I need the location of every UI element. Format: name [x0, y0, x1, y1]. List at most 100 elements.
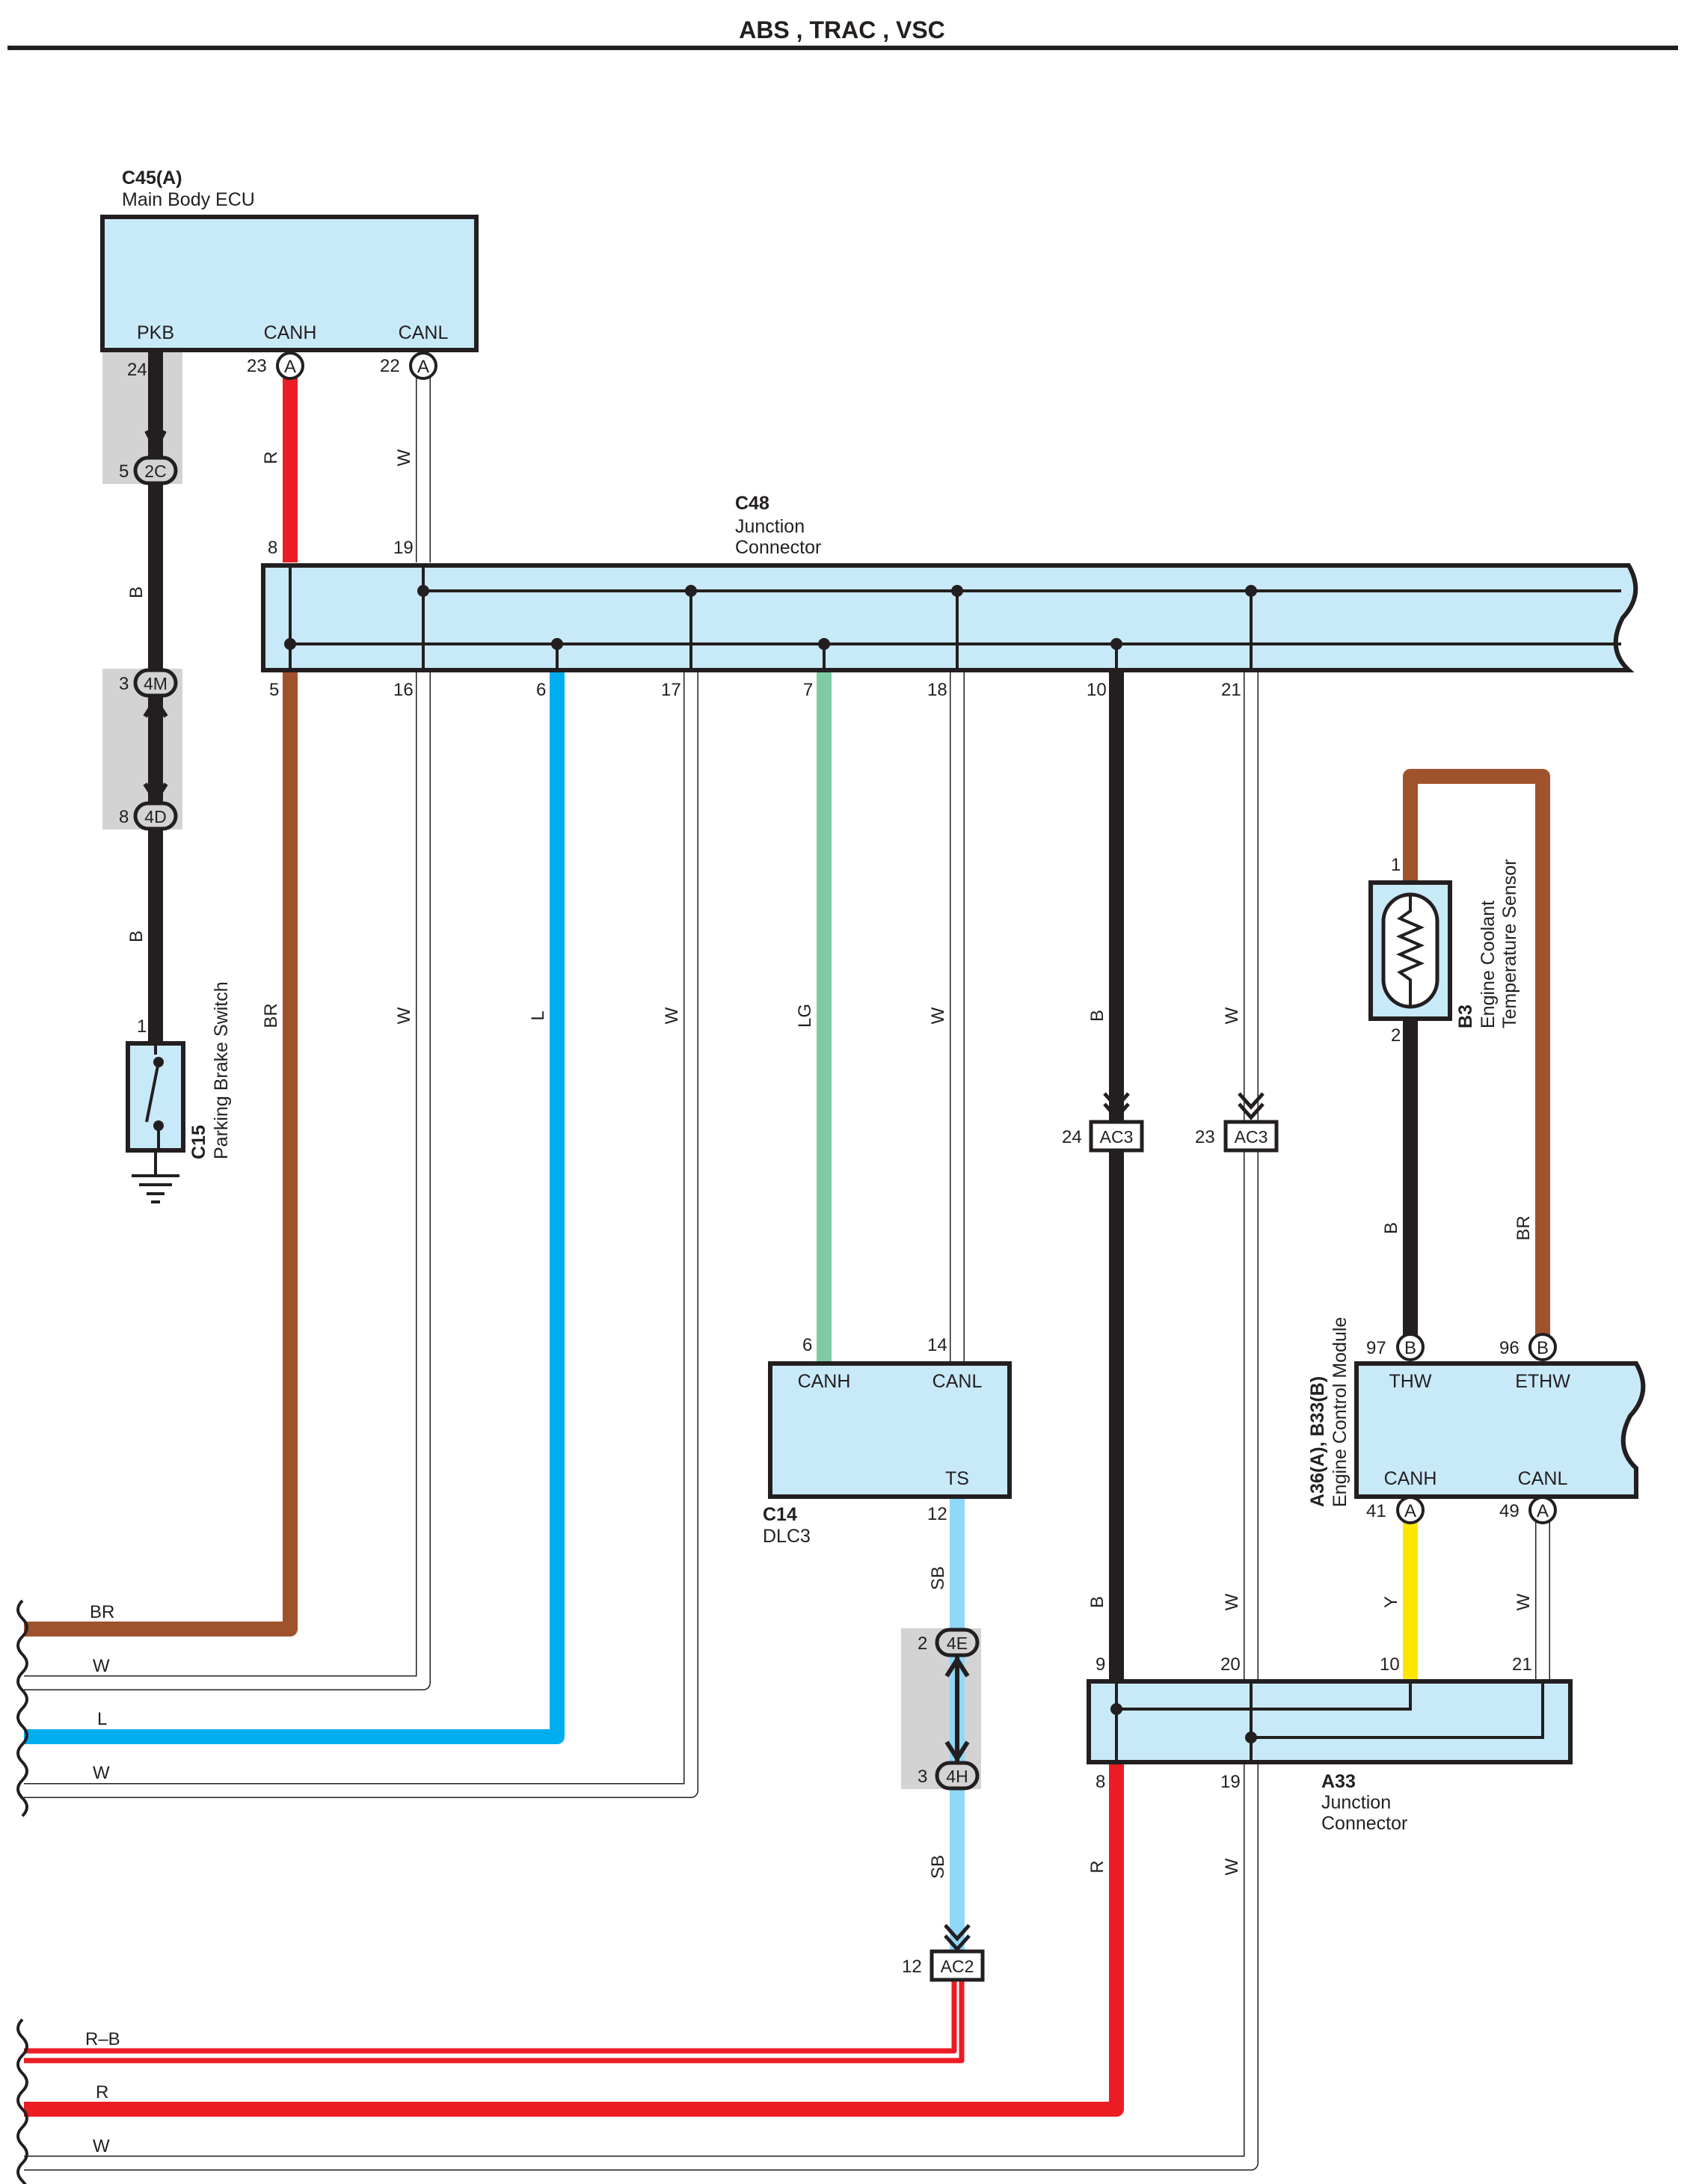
pin-24: 24 — [127, 360, 147, 380]
svg-text:R: R — [261, 451, 281, 464]
a33-pin-10: 10 — [1380, 1654, 1400, 1675]
svg-text:B: B — [1087, 1596, 1107, 1608]
svg-text:AC3: AC3 — [1100, 1127, 1134, 1147]
c48-box — [261, 563, 1638, 672]
ecm-pin-canh: CANH — [1384, 1468, 1437, 1489]
ecm-canl-connector: A — [1528, 1496, 1557, 1524]
thermistor-icon — [1395, 895, 1425, 1007]
svg-text:B: B — [126, 586, 147, 598]
ecm-pin-41: 41 — [1366, 1501, 1386, 1521]
c14-pin-12: 12 — [927, 1504, 947, 1524]
wire-r-a33 — [24, 1762, 1124, 2117]
c15-code: C15 — [188, 1125, 209, 1159]
b3-code: B3 — [1455, 1004, 1476, 1028]
svg-text:W: W — [394, 449, 414, 466]
ac2-pin-12: 12 — [902, 1957, 922, 1977]
c14-pin-canl: CANL — [932, 1371, 983, 1392]
page-title: ABS , TRAC , VSC — [739, 16, 945, 43]
a33-pin-8: 8 — [1096, 1772, 1105, 1792]
edge-wire-labels: BR W L W R–B R W — [85, 1602, 120, 2156]
svg-text:4M: 4M — [144, 674, 168, 693]
ground-icon — [132, 1150, 179, 1203]
svg-text:2C: 2C — [144, 461, 166, 481]
c45-pin-canl: CANL — [399, 322, 449, 343]
pkb-arrow — [144, 429, 167, 454]
c14-pin-canh: CANH — [798, 1371, 851, 1392]
wire-color-labels: R W B B BR W L W LG W B W B BR SB SB B W… — [126, 449, 1534, 1879]
ecm-pin-canl: CANL — [1518, 1468, 1568, 1489]
junction-4h: 4H — [935, 1761, 980, 1791]
c14-pin-14: 14 — [927, 1335, 947, 1355]
wire-r-b-2 — [24, 1975, 965, 2064]
b3-name-2: Temperature Sensor — [1499, 859, 1520, 1028]
svg-text:A: A — [417, 357, 429, 377]
c14-code: C14 — [763, 1504, 797, 1525]
a33-splice-dots — [1110, 1703, 1257, 1743]
ecm-pin-ethw: ETHW — [1515, 1371, 1570, 1392]
c48-pin-10: 10 — [1087, 680, 1107, 700]
c48-name-1: Junction — [735, 516, 805, 537]
c48-pin-6: 6 — [536, 680, 546, 700]
ecm-thw-connector: B — [1396, 1333, 1425, 1361]
c48-pin-7: 7 — [803, 680, 813, 700]
c45-pin-pkb: PKB — [137, 322, 174, 343]
junction-4e: 4E — [935, 1628, 980, 1657]
ecm-pin-49: 49 — [1499, 1501, 1520, 1521]
c45-canh-connector: A — [276, 352, 304, 380]
svg-text:W: W — [93, 1763, 110, 1783]
svg-text:W: W — [662, 1007, 682, 1024]
c48-splice-dots — [284, 585, 1257, 650]
ecm-box — [1354, 1361, 1646, 1499]
c14-name: DLC3 — [763, 1526, 811, 1547]
ecm-pin-96: 96 — [1499, 1338, 1520, 1358]
svg-text:B: B — [1404, 1338, 1416, 1358]
wire-br — [24, 672, 298, 1637]
svg-text:B: B — [1381, 1222, 1401, 1234]
svg-text:B: B — [1537, 1338, 1549, 1358]
connector-ac2: AC2 — [930, 1949, 985, 1982]
svg-text:4D: 4D — [144, 807, 166, 826]
pin-3-4h: 3 — [918, 1767, 927, 1787]
a33-pin-20: 20 — [1220, 1654, 1241, 1675]
c48-pin-21: 21 — [1221, 680, 1241, 700]
ecm-pin-97: 97 — [1366, 1338, 1386, 1358]
a33-pin-9: 9 — [1096, 1654, 1105, 1675]
svg-text:R: R — [1087, 1860, 1107, 1873]
c48-pin-17: 17 — [661, 680, 681, 700]
svg-text:L: L — [97, 1709, 107, 1729]
b3-pin-2: 2 — [1391, 1025, 1401, 1046]
a33-pin-19: 19 — [1220, 1772, 1241, 1792]
c48-pin-19: 19 — [393, 538, 414, 558]
wire-w-17 — [24, 672, 698, 1797]
b3-pin-1: 1 — [1391, 855, 1401, 875]
svg-text:A: A — [1404, 1501, 1416, 1521]
arrow-4d — [143, 782, 168, 805]
a33-pin-21: 21 — [1512, 1654, 1532, 1675]
c14-box — [768, 1361, 1012, 1499]
svg-text:B: B — [1087, 1010, 1107, 1022]
c15-name: Parking Brake Switch — [211, 981, 232, 1159]
wire-w-16-outline — [24, 672, 431, 1690]
svg-text:W: W — [1222, 1858, 1242, 1875]
svg-text:R: R — [96, 2082, 108, 2102]
svg-text:SB: SB — [928, 1855, 948, 1879]
svg-text:AC2: AC2 — [941, 1957, 974, 1976]
svg-text:4H: 4H — [946, 1767, 968, 1786]
a33-box — [1087, 1679, 1573, 1764]
svg-text:A: A — [284, 357, 296, 377]
a33-bus — [1115, 1681, 1544, 1762]
c48-bus — [289, 565, 1621, 670]
pin-1-c15: 1 — [137, 1016, 147, 1037]
c48-code: C48 — [735, 493, 769, 514]
wire-w-16 — [24, 672, 430, 1690]
arrow-4h — [944, 1740, 970, 1763]
svg-text:BR: BR — [261, 1003, 281, 1028]
pin-5-2c: 5 — [119, 461, 129, 482]
c45-canl-connector: A — [409, 352, 437, 380]
arrow-ac3-23 — [1238, 1092, 1265, 1120]
sb-mid-link — [955, 1655, 959, 1763]
connector-ac3-24: AC3 — [1089, 1120, 1144, 1153]
svg-text:B: B — [126, 930, 147, 942]
wire-br-b3 — [1403, 769, 1550, 1347]
